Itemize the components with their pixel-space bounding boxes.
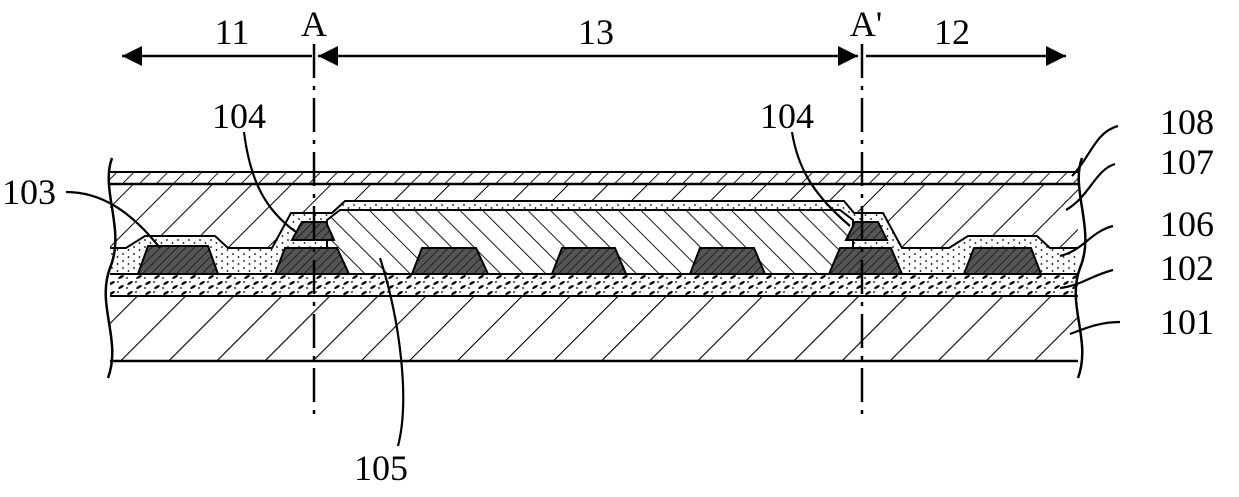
pad-104-right-lower — [829, 248, 902, 274]
layer-stack — [100, 172, 1090, 361]
label-104-left: 104 — [212, 96, 266, 136]
pad-right-edge — [964, 248, 1041, 274]
label-108: 108 — [1160, 102, 1214, 142]
layer-101-substrate — [100, 296, 1090, 361]
section-label-a: A — [301, 4, 327, 44]
label-104-right: 104 — [760, 96, 814, 136]
pad-inner-1 — [412, 248, 488, 274]
label-101: 101 — [1160, 302, 1214, 342]
label-107: 107 — [1160, 142, 1214, 182]
pad-104-left-lower — [275, 248, 349, 274]
leader-108 — [1072, 126, 1118, 176]
pad-inner-3 — [690, 248, 765, 274]
section-label-a-prime: A' — [850, 4, 882, 44]
label-102: 102 — [1160, 248, 1214, 288]
pad-103 — [138, 246, 218, 274]
region-12-label: 12 — [934, 12, 970, 52]
label-103: 103 — [2, 172, 56, 212]
dimension-arrows: 11 13 12 — [122, 12, 1066, 56]
region-11-label: 11 — [215, 12, 250, 52]
label-105: 105 — [354, 448, 408, 488]
layer-102 — [100, 274, 1090, 296]
pad-inner-2 — [552, 248, 626, 274]
region-13-label: 13 — [578, 12, 614, 52]
label-106: 106 — [1160, 204, 1214, 244]
layer-108 — [100, 172, 1090, 184]
